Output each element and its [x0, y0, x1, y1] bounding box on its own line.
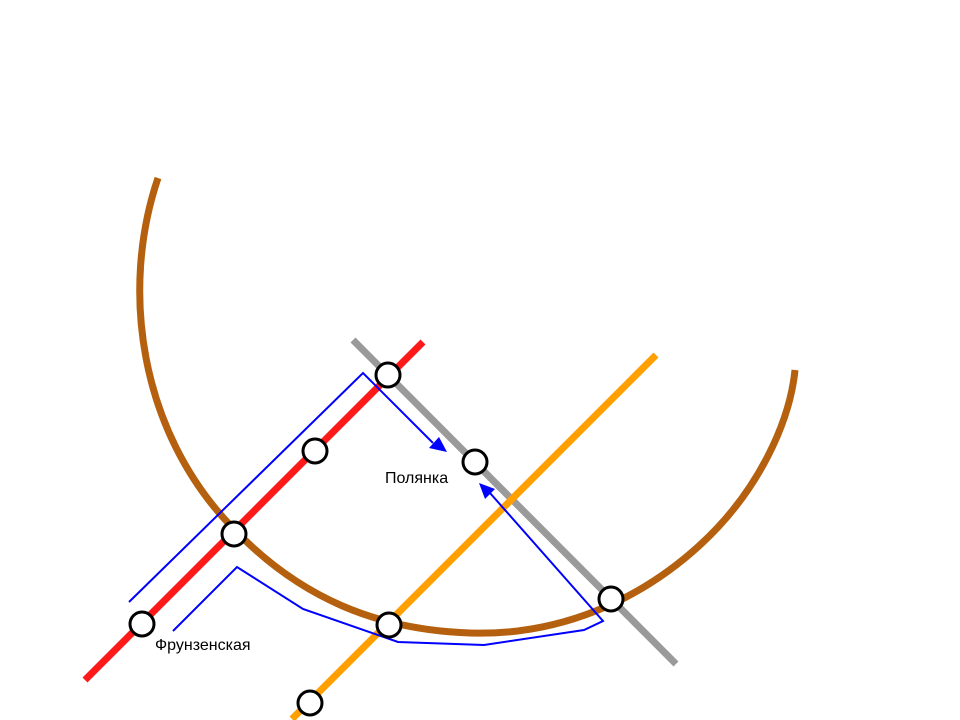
orange-line	[289, 352, 659, 720]
station-transfer-gray-ring[interactable]	[597, 585, 625, 613]
station-frunzenskaya[interactable]	[128, 610, 156, 638]
route-path-south	[172, 492, 605, 647]
station-label-frunzenskaya: Фрунзенская	[155, 637, 251, 654]
route-arrow-south-icon	[479, 483, 495, 499]
station-transfer-orange-ring[interactable]	[375, 611, 403, 639]
station-polyanka[interactable]	[461, 448, 489, 476]
station-orange-south[interactable]	[296, 689, 324, 717]
station-label-polyanka: Полянка	[385, 470, 448, 487]
station-red-mid[interactable]	[301, 437, 329, 465]
station-transfer-red-ring[interactable]	[220, 520, 248, 548]
ring-line	[136, 176, 799, 637]
gray-line	[350, 337, 679, 667]
route-arrow-north-icon	[429, 437, 447, 452]
route-path-north	[128, 371, 434, 603]
station-transfer-red-gray[interactable]	[374, 361, 402, 389]
